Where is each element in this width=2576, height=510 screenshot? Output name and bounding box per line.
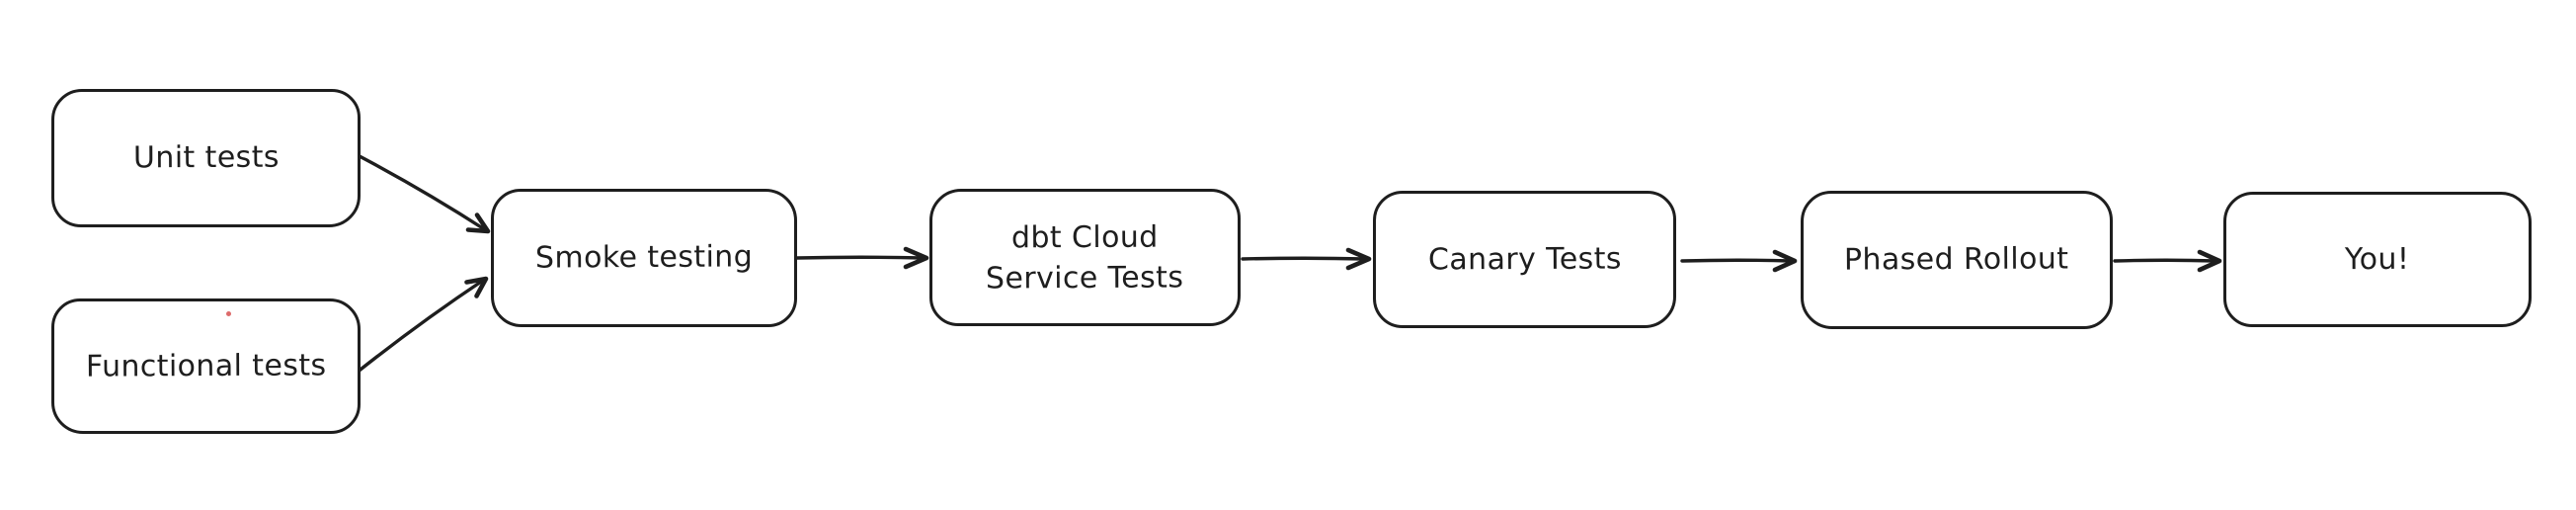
node-smoke-testing-label: Smoke testing: [534, 239, 754, 276]
node-unit-tests: Unit tests: [51, 89, 361, 227]
edge-functional-tests-to-smoke-testing: [355, 276, 489, 375]
node-dbt-cloud-service-tests: dbt Cloud Service Tests: [929, 189, 1241, 326]
edge-canary-tests-to-phased-rollout: [1680, 249, 1798, 273]
node-canary-tests-label: Canary Tests: [1427, 240, 1622, 278]
edge-dbt-cloud-service-tests-to-canary-tests: [1241, 247, 1372, 271]
node-canary-tests: Canary Tests: [1373, 191, 1676, 328]
node-phased-rollout: Phased Rollout: [1801, 191, 2113, 329]
node-dbt-cloud-service-tests-label-line-1: dbt Cloud: [1011, 219, 1159, 255]
node-unit-tests-label: Unit tests: [132, 139, 280, 176]
node-dbt-cloud-service-tests-label-line-2: Service Tests: [986, 259, 1184, 297]
node-functional-tests-label: Functional tests: [85, 347, 327, 384]
stray-red-dot: [226, 311, 231, 316]
edge-phased-rollout-to-you: [2113, 249, 2222, 273]
edge-smoke-testing-to-dbt-cloud-service-tests: [795, 246, 929, 270]
node-functional-tests: Functional tests: [51, 298, 361, 434]
node-you-label: You!: [2345, 241, 2410, 277]
edge-unit-tests-to-smoke-testing: [356, 153, 491, 234]
node-you: You!: [2223, 192, 2532, 327]
node-smoke-testing: Smoke testing: [491, 189, 797, 327]
node-phased-rollout-label: Phased Rollout: [1844, 241, 2069, 278]
